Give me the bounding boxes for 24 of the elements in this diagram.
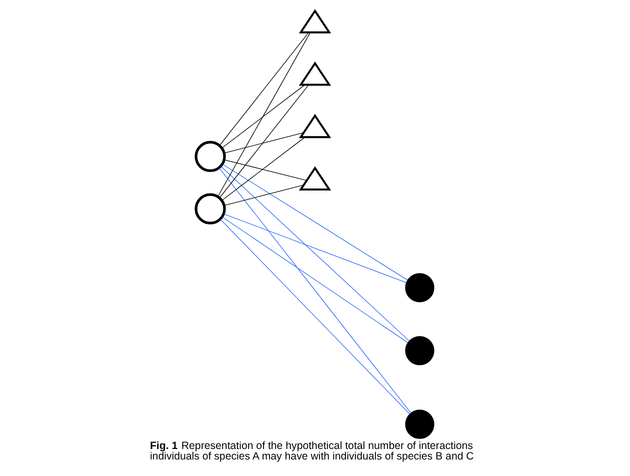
- node-triangle: [298, 9, 332, 34]
- connector: [220, 166, 410, 342]
- node-triangle: [298, 166, 332, 190]
- node-disc: [405, 273, 434, 302]
- connector: [224, 159, 308, 181]
- connector: [224, 184, 304, 206]
- connector: [222, 136, 306, 201]
- connector: [222, 164, 408, 280]
- node-triangle: [298, 114, 332, 138]
- node-disc: [405, 336, 434, 366]
- caption: Fig. 1 Representation of the hypothetical total number of interactions individuals of species A may have with individuals of species B and C: [150, 440, 474, 463]
- connector: [218, 32, 311, 197]
- connector: [222, 84, 306, 148]
- connector: [218, 167, 412, 414]
- connector: [224, 132, 304, 154]
- connector: [222, 216, 408, 343]
- node-triangle: [298, 62, 332, 86]
- connector: [219, 32, 309, 146]
- connector: [219, 84, 309, 198]
- node-circle: [194, 193, 226, 224]
- node-circle: [194, 140, 226, 172]
- connector: [223, 214, 406, 283]
- connector: [220, 218, 410, 414]
- node-disc: [405, 410, 434, 439]
